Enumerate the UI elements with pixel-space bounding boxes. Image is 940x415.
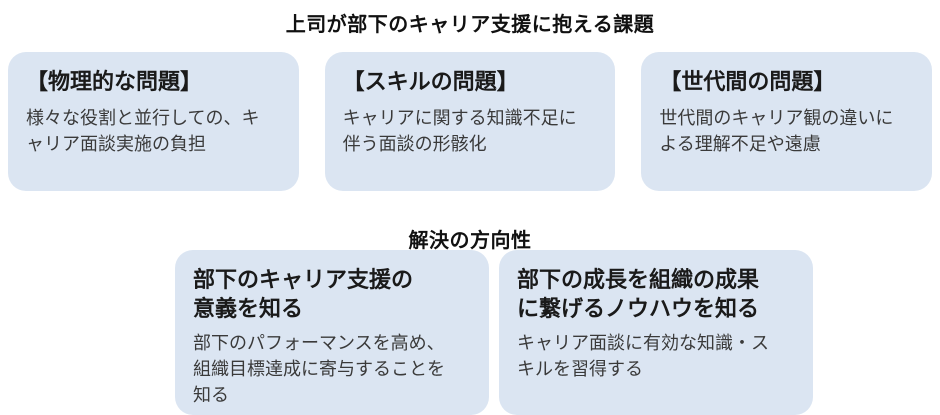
solution-body-significance: 部下のパフォーマンスを高め、 組織目標達成に寄与することを 知る (193, 333, 445, 406)
challenge-body-generational: 世代間のキャリア観の違いに よる理解不足や遠慮 (659, 108, 894, 155)
solution-heading-significance: 部下のキャリア支援の 意義を知る (193, 267, 414, 322)
challenge-card-skill: 【スキルの問題】 キャリアに関する知識不足に 伴う面談の形骸化 (324, 52, 616, 191)
challenge-body-physical: 様々な役割と並行しての、キ ャリア面談実施の負担 (26, 108, 260, 155)
challenges-section-title: 上司が部下のキャリア支援に抱える課題 (285, 14, 655, 36)
solution-body-knowhow: キャリア面談に有効な知識・ス キルを習得する (517, 333, 769, 380)
challenges-row: 【物理的な問題】 様々な役割と並行しての、キ ャリア面談実施の負担 【スキルの問… (8, 52, 933, 191)
challenge-card-generational: 【世代間の問題】 世代間のキャリア観の違いに よる理解不足や遠慮 (641, 52, 933, 191)
challenge-heading-skill: 【スキルの問題】 (342, 69, 519, 94)
solution-heading-knowhow: 部下の成長を組織の成果 に繋げるノウハウを知る (517, 267, 760, 322)
challenge-body-skill: キャリアに関する知識不足に 伴う面談の形骸化 (342, 108, 577, 155)
challenge-card-physical: 【物理的な問題】 様々な役割と並行しての、キ ャリア面談実施の負担 (8, 52, 299, 191)
challenge-heading-physical: 【物理的な問題】 (26, 69, 203, 94)
solution-card-significance: 部下のキャリア支援の 意義を知る 部下のパフォーマンスを高め、 組織目標達成に寄… (175, 250, 489, 415)
solutions-section-title: 解決の方向性 (408, 230, 532, 252)
solutions-row: 部下のキャリア支援の 意義を知る 部下のパフォーマンスを高め、 組織目標達成に寄… (175, 250, 813, 415)
solution-card-knowhow: 部下の成長を組織の成果 に繋げるノウハウを知る キャリア面談に有効な知識・ス キ… (499, 250, 813, 415)
challenge-heading-generational: 【世代間の問題】 (659, 69, 836, 94)
